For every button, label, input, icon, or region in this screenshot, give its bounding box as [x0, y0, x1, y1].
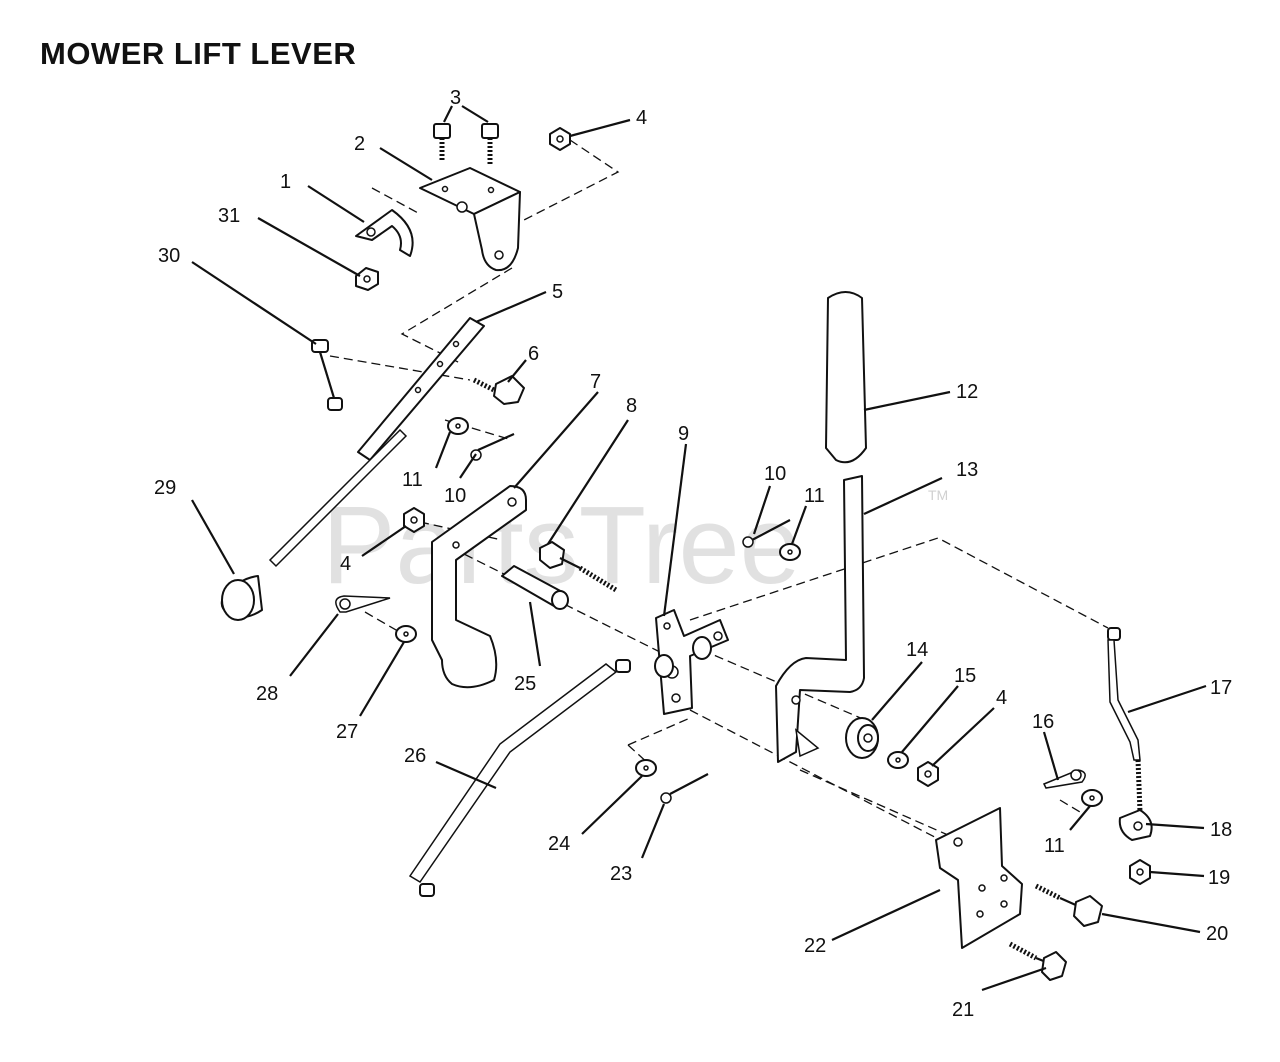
- lift-rod-part-5: [268, 317, 485, 568]
- watermark-trademark: TM: [928, 487, 948, 503]
- callout-17: 17: [1210, 677, 1232, 699]
- callout-26: 26: [404, 745, 426, 767]
- washer-part-11a: [447, 417, 469, 435]
- watermark-text: PartsTree: [322, 484, 801, 607]
- nut-part-4-mid: [403, 507, 425, 533]
- swivel-part-18: [1118, 809, 1153, 841]
- callout-13: 13: [956, 459, 978, 481]
- washer-part-11c: [1081, 789, 1103, 807]
- callout-7: 7: [590, 371, 601, 393]
- shift-lever-part-13: [775, 475, 865, 763]
- callout-25: 25: [514, 673, 536, 695]
- callout-11-left: 11: [402, 469, 423, 491]
- callout-numbers: 1 2 3 4 4 4 5 6 7 8 9 10 10 11 11 11 12 …: [154, 87, 1232, 1021]
- nut-part-31: [355, 267, 379, 291]
- callout-leader-lines: [191, 105, 1207, 992]
- callout-23: 23: [610, 863, 632, 885]
- callout-11-lower: 11: [1044, 835, 1065, 857]
- callout-5: 5: [552, 281, 563, 303]
- callout-18: 18: [1210, 819, 1232, 841]
- washer-part-11b: [779, 543, 801, 561]
- callout-8: 8: [626, 395, 637, 417]
- callout-31: 31: [218, 205, 240, 227]
- nut-part-19: [1129, 859, 1151, 885]
- callout-4-mid: 4: [340, 553, 351, 575]
- callout-27: 27: [336, 721, 358, 743]
- diagram-title: MOWER LIFT LEVER: [40, 36, 357, 71]
- callout-4-top: 4: [636, 107, 647, 129]
- callout-16: 16: [1032, 711, 1054, 733]
- callout-19: 19: [1208, 867, 1230, 889]
- bolt-part-8: [539, 541, 618, 593]
- callout-4-right: 4: [996, 687, 1007, 709]
- callout-12: 12: [956, 381, 978, 403]
- callout-11-right: 11: [804, 485, 825, 507]
- callout-10-right: 10: [764, 463, 786, 485]
- bracket-part-22: [935, 807, 1023, 949]
- callout-30: 30: [158, 245, 180, 267]
- bushing-part-14: [845, 717, 879, 759]
- callout-1: 1: [280, 171, 291, 193]
- spacer-part-25: [501, 565, 569, 610]
- cotter-pin-part-23: [660, 773, 709, 804]
- callout-28: 28: [256, 683, 278, 705]
- nut-part-4-right: [917, 761, 939, 787]
- clip-part-1: [355, 209, 414, 257]
- adjust-rod-part-17: [1107, 627, 1143, 813]
- hairpin-part-16: [1042, 769, 1086, 789]
- callout-3: 3: [450, 87, 461, 109]
- plate-part-9: [654, 609, 729, 715]
- nut-part-4-top: [549, 127, 571, 151]
- callout-24: 24: [548, 833, 570, 855]
- washer-part-15: [887, 751, 909, 769]
- hairpin-part-28: [335, 595, 391, 613]
- rod-part-30: [311, 339, 343, 411]
- lever-arm-part-7: [431, 485, 527, 689]
- callout-10-left: 10: [444, 485, 466, 507]
- cotter-pin-part-10a: [470, 432, 515, 461]
- washer-part-27: [395, 625, 417, 643]
- washer-part-24: [635, 759, 657, 777]
- bolt-part-6: [472, 375, 525, 405]
- cotter-pin-part-10b: [742, 519, 791, 548]
- callout-9: 9: [678, 423, 689, 445]
- callout-22: 22: [804, 935, 826, 957]
- callout-14: 14: [906, 639, 928, 661]
- bracket-part-2: [419, 167, 521, 272]
- callout-15: 15: [954, 665, 976, 687]
- bolt-part-21: [1008, 941, 1067, 981]
- handle-grip-part-12: [825, 291, 867, 464]
- knob-part-29: [220, 575, 263, 621]
- callout-21: 21: [952, 999, 974, 1021]
- lift-link-part-26: [408, 659, 631, 897]
- callout-6: 6: [528, 343, 539, 365]
- bolt-part-20: [1034, 883, 1103, 927]
- callout-29: 29: [154, 477, 176, 499]
- callout-2: 2: [354, 133, 365, 155]
- bolt-part-3a: [433, 123, 451, 162]
- bolt-part-3b: [481, 123, 499, 166]
- callout-20: 20: [1206, 923, 1228, 945]
